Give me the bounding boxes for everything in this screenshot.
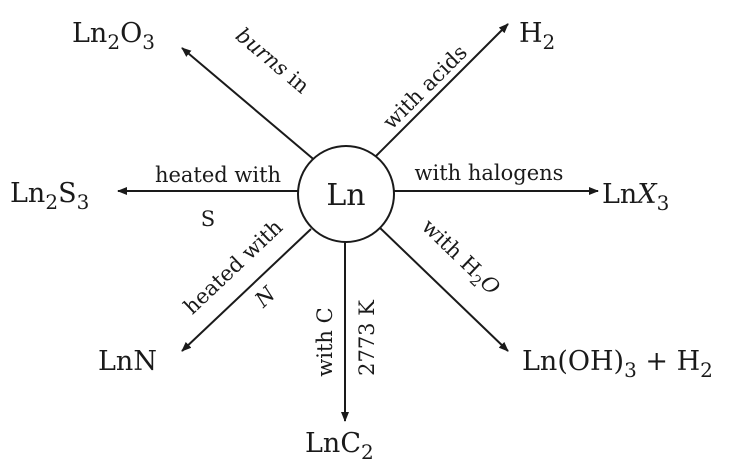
- arrow-to-oxide: [181, 47, 319, 164]
- center-circle: [297, 145, 395, 243]
- product-sulfide: Ln2S3: [10, 178, 89, 214]
- arrow-to-nitride: [181, 228, 312, 352]
- arrow-to-hydrogen: [371, 23, 509, 161]
- product-halide: LnX3: [602, 179, 669, 215]
- product-carbide: LnC2: [305, 428, 374, 464]
- condition-temperature: 2773 K: [355, 300, 379, 376]
- product-hydrogen: H2: [519, 18, 555, 54]
- arrows: [117, 23, 599, 422]
- condition-burns-in: burns in: [231, 23, 314, 98]
- product-nitride: LnN: [98, 346, 157, 377]
- center-label: Ln: [326, 178, 365, 213]
- condition-with-acids: with acids: [378, 40, 472, 134]
- condition-heated-with-s: heated with: [155, 163, 281, 187]
- product-hydroxide: Ln(OH)3 + H2: [522, 346, 713, 382]
- condition-with-water: with H2O: [414, 214, 504, 302]
- product-oxide: Ln2O3: [72, 18, 155, 54]
- condition-s: S: [201, 207, 215, 231]
- condition-with-halogens: with halogens: [415, 161, 564, 185]
- condition-with-c: with C: [313, 307, 337, 376]
- condition-n: N: [250, 281, 281, 312]
- arrow-to-hydroxide: [377, 225, 509, 352]
